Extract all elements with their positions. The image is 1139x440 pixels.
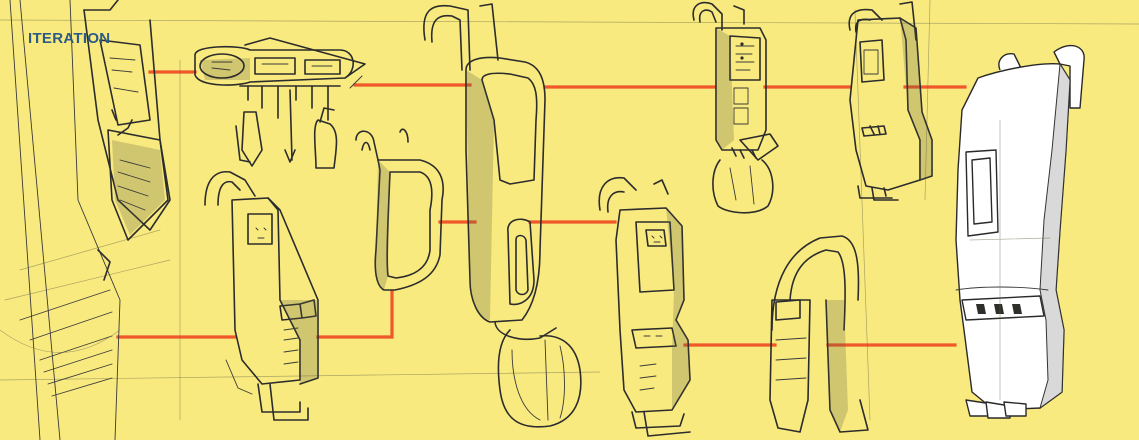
tall-hook-organizer-sketch: [423, 3, 582, 428]
control-panel-caddy-sketch: [692, 1, 779, 214]
curved-handle-sketch: [355, 128, 444, 291]
hanging-caddy-sketch-2: [848, 1, 933, 201]
wall-mounted-dispenser-sketch: [0, 0, 171, 440]
hanging-caddy-sketch-1: [204, 171, 319, 421]
connector-lines: [116, 70, 967, 347]
arched-bracket-sketch: [769, 235, 869, 433]
final-white-caddy-render: [955, 44, 1085, 419]
hanging-caddy-sketch-3: [598, 177, 691, 437]
overhead-rail-with-hooks-sketch: [194, 37, 366, 169]
page-title: ITERATION: [28, 30, 111, 47]
